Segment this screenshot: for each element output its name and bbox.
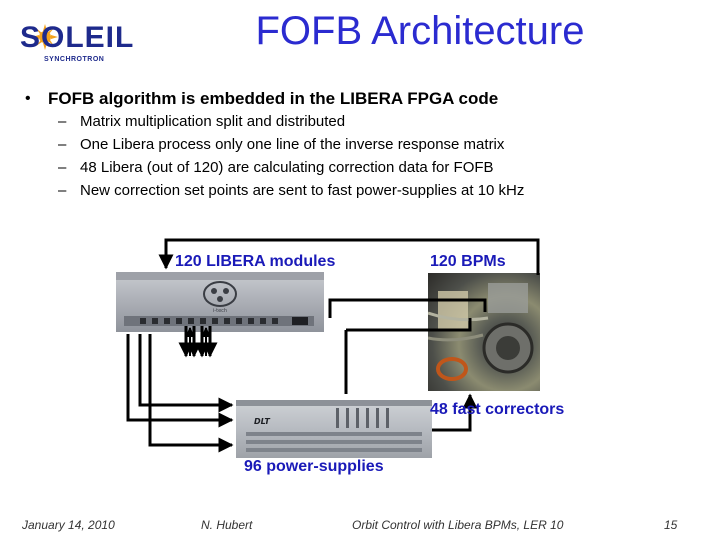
power-supply-crate: DLT (236, 400, 432, 452)
libera-to-psu-link-2 (138, 334, 234, 413)
sub-point-text: One Libera process only one line of the … (80, 136, 505, 153)
bpm-photo (427, 273, 540, 391)
dash-marker: – (58, 182, 67, 199)
psu-to-correctors-link (432, 393, 478, 432)
sub-point: –48 Libera (out of 120) are calculating … (58, 159, 494, 176)
libera-front-panel: i-tech (116, 272, 324, 326)
sub-point-text: Matrix multiplication split and distribu… (80, 113, 346, 130)
page-number: 15 (664, 518, 678, 532)
libera-to-psu-link-3 (148, 334, 234, 453)
dash-marker: – (58, 136, 67, 153)
footer-talk-title: Orbit Control with Libera BPMs, LER 10 (352, 518, 564, 532)
sub-point: –One Libera process only one line of the… (58, 136, 504, 153)
dash-marker: – (58, 159, 67, 176)
fast-correctors-label: 48 fast correctors (430, 401, 565, 418)
libera-module-photo: i-tech (116, 272, 324, 332)
logo-word: SOLEIL (20, 21, 135, 54)
libera-to-psu-link-1 (126, 334, 234, 428)
sub-point-text: New correction set points are sent to fa… (80, 182, 525, 199)
dash-marker: – (58, 113, 67, 130)
libera-modules-label: 120 LIBERA modules (175, 253, 336, 270)
main-point: FOFB algorithm is embedded in the LIBERA… (48, 89, 499, 108)
sun-icon (32, 24, 58, 50)
libera-logo-text: i-tech (213, 308, 227, 314)
page-title: FOFB Architecture (255, 9, 585, 53)
sub-point: –Matrix multiplication split and distrib… (58, 113, 345, 130)
bpms-label: 120 BPMs (430, 253, 506, 270)
bpm-to-libera-link (158, 238, 540, 275)
sub-point: –New correction set points are sent to f… (58, 182, 524, 199)
power-supply-photo: DLT (236, 400, 432, 458)
bullet-marker: • (25, 90, 31, 107)
libera-to-bpm-link-3 (328, 298, 487, 318)
sub-point-text: 48 Libera (out of 120) are calculating c… (80, 159, 494, 176)
psu-brand: DLT (254, 417, 270, 426)
bpm-hardware (427, 283, 534, 381)
libera-to-bpm-link-2 (346, 318, 472, 332)
footer-date: January 14, 2010 (22, 518, 115, 532)
logo-subtitle: SYNCHROTRON (44, 56, 105, 63)
power-supplies-label: 96 power-supplies (244, 458, 384, 475)
footer-author: N. Hubert (201, 518, 253, 532)
soleil-logo: SOLEIL SYNCHROTRON (10, 16, 133, 70)
